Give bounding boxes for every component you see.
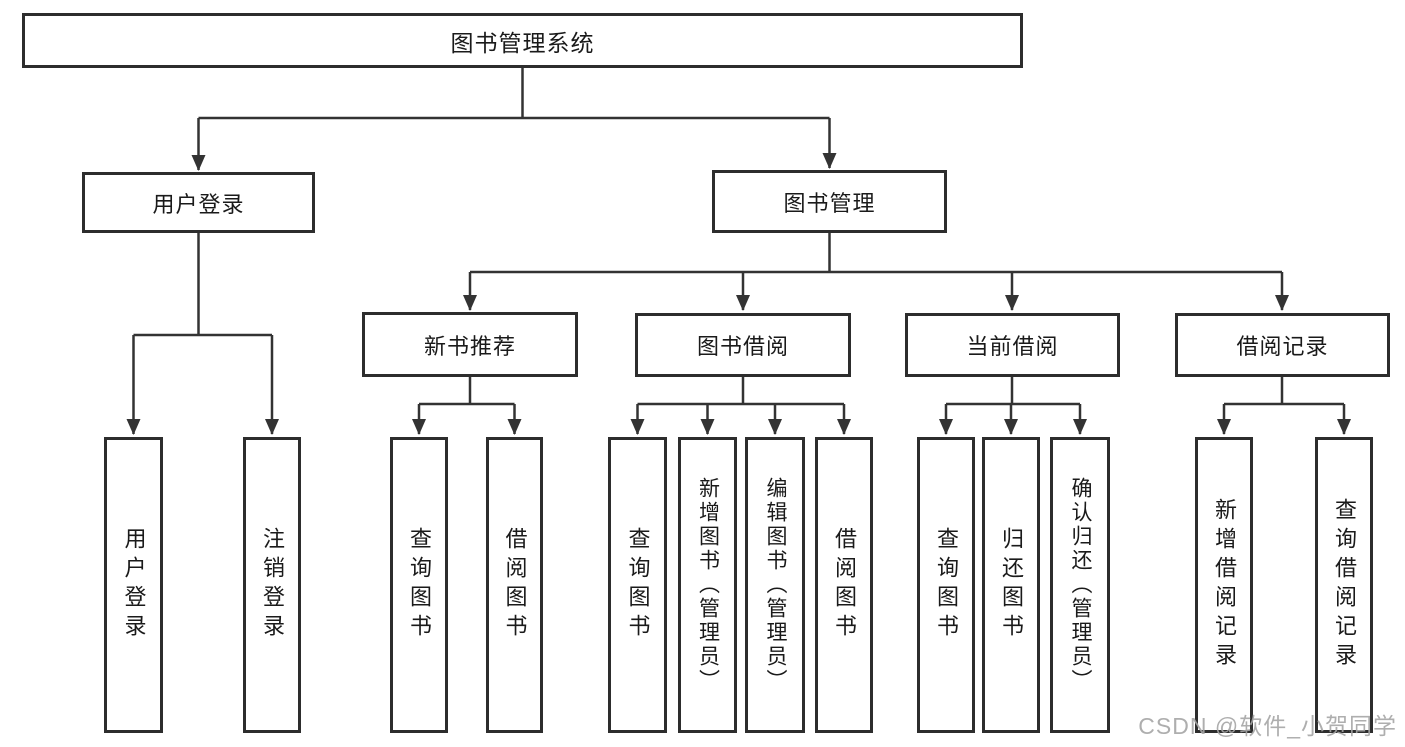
node-br-query-record: 查询借阅记录 <box>1315 437 1373 733</box>
node-label: 当前借阅 <box>966 334 1059 359</box>
node-borrow-records: 借阅记录 <box>1175 313 1390 377</box>
node-label: 新书推荐 <box>423 333 516 359</box>
node-label: 借阅图书 <box>502 527 528 643</box>
node-bb-query-books: 查询图书 <box>608 437 667 733</box>
node-label: 借阅图书 <box>832 527 857 643</box>
node-label: 查询图书 <box>934 527 959 643</box>
node-book-borrowing: 图书借阅 <box>635 313 851 377</box>
node-br-add-record: 新增借阅记录 <box>1195 437 1253 733</box>
node-label: 图书管理系统 <box>450 29 595 56</box>
node-user-login-leaf: 用户登录 <box>104 437 163 733</box>
node-label: 图书管理 <box>783 190 876 216</box>
node-label: 借阅记录 <box>1236 334 1329 359</box>
node-rec-query-books: 查询图书 <box>390 437 448 733</box>
node-current-borrowing: 当前借阅 <box>905 313 1120 377</box>
node-rec-borrow-books: 借阅图书 <box>486 437 543 733</box>
watermark: CSDN @软件_小贺同学 <box>1138 713 1397 739</box>
node-user-login: 用户登录 <box>82 172 315 233</box>
node-logout-leaf: 注销登录 <box>243 437 301 733</box>
node-label: 用户登录 <box>152 191 245 217</box>
node-cb-query-books: 查询图书 <box>917 437 975 733</box>
node-label: 图书借阅 <box>696 334 789 359</box>
node-label: 新增借阅记录 <box>1212 498 1237 672</box>
node-book-management: 图书管理 <box>712 170 947 233</box>
node-bb-borrow-books: 借阅图书 <box>815 437 873 733</box>
node-bb-edit-books-admin: 编辑图书（管理员） <box>745 437 805 733</box>
node-label: 查询借阅记录 <box>1332 498 1357 672</box>
node-label: 查询图书 <box>625 527 651 643</box>
node-label: 编辑图书（管理员） <box>764 477 787 693</box>
node-label: 用户登录 <box>121 527 147 643</box>
node-new-book-recommend: 新书推荐 <box>362 312 578 377</box>
node-label: 注销登录 <box>260 527 285 643</box>
node-label: 查询图书 <box>407 527 432 643</box>
node-label: 新增图书（管理员） <box>696 477 720 693</box>
node-library-system: 图书管理系统 <box>22 13 1023 68</box>
node-bb-add-books-admin: 新增图书（管理员） <box>678 437 737 733</box>
node-cb-confirm-return-admin: 确认归还（管理员） <box>1050 437 1110 733</box>
node-label: 确认归还（管理员） <box>1069 477 1092 693</box>
node-cb-return-books: 归还图书 <box>982 437 1040 733</box>
node-label: 归还图书 <box>999 527 1024 643</box>
